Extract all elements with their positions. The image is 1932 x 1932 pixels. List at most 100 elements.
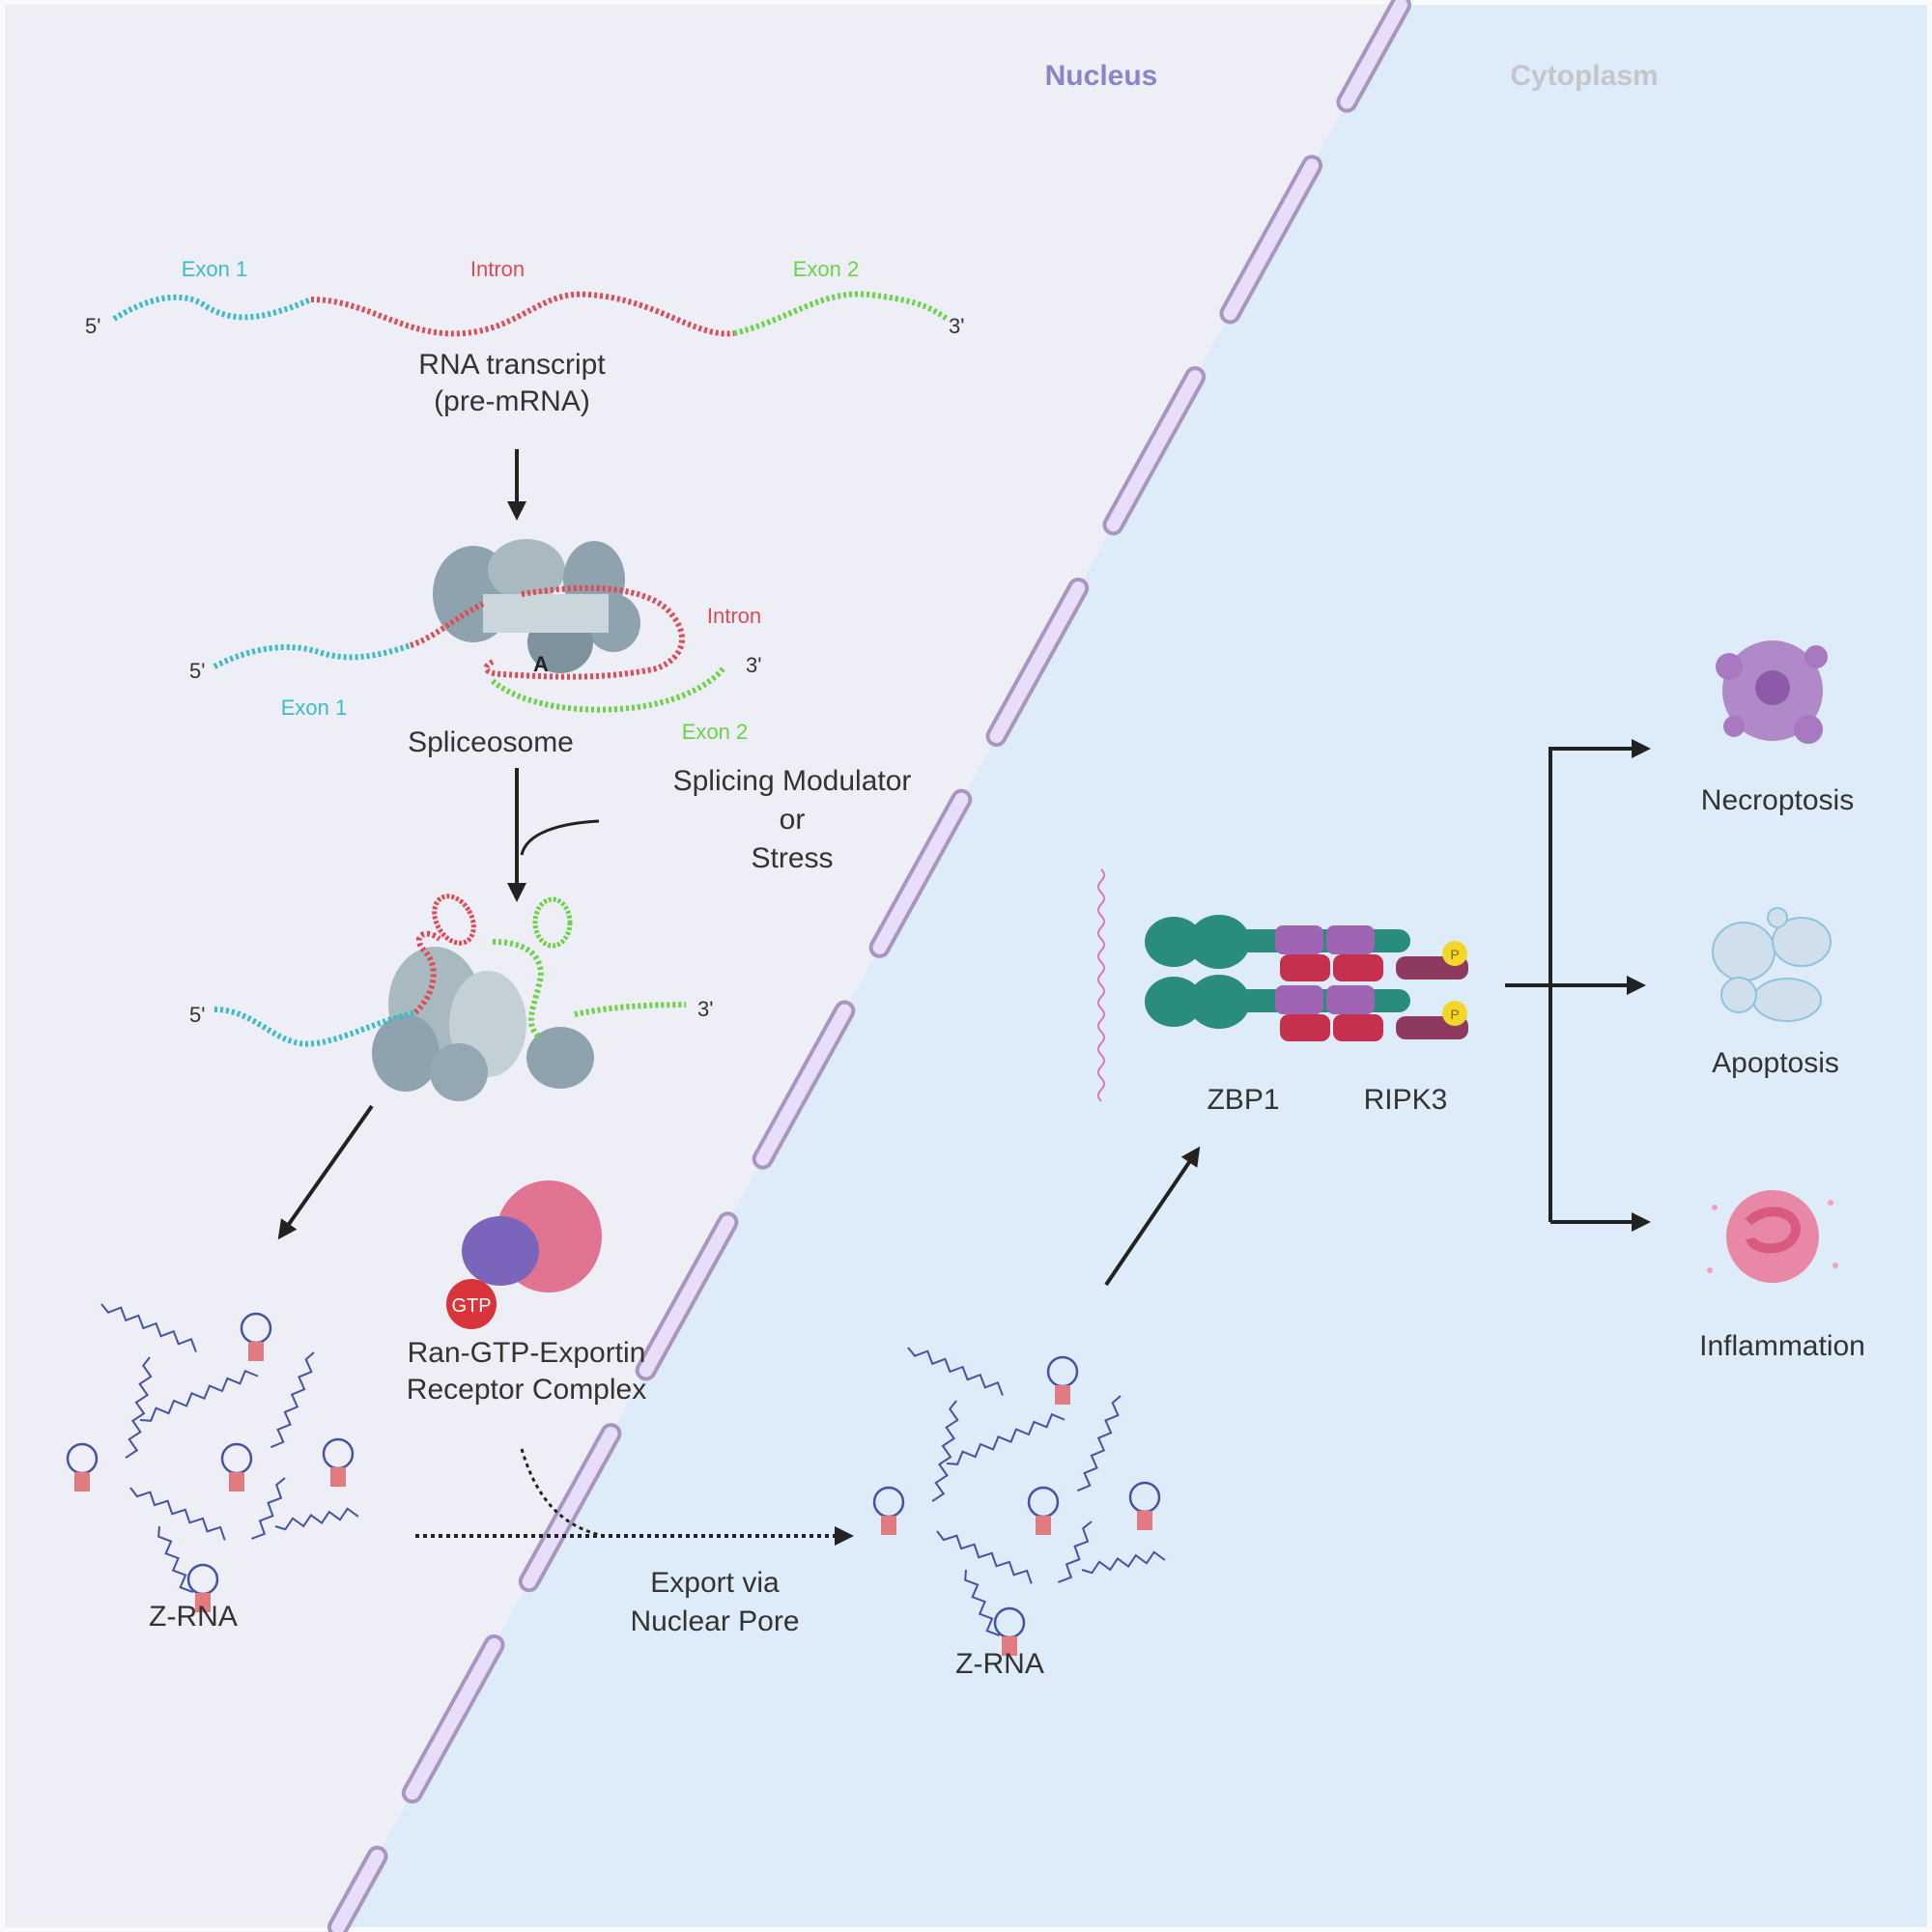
zrna-stem — [248, 1342, 264, 1361]
five-prime-label: 5' — [189, 1003, 205, 1027]
inflammation-cell-icon — [1707, 1190, 1838, 1283]
exon1-strand — [213, 1007, 416, 1047]
zrna-strand — [907, 1347, 1004, 1396]
zrna-strand — [100, 1303, 197, 1352]
pre-mrna-title: RNA transcript — [418, 349, 606, 381]
cytoplasm-background — [338, 5, 1927, 1927]
outcome-branch-arrows — [1505, 739, 1651, 1232]
ran-gtp-exportin-complex: GTP Ran-GTP-Exportin Receptor Complex — [407, 1180, 646, 1406]
nuclear-pore-segment — [639, 1215, 735, 1378]
zrna-strand — [157, 1525, 193, 1593]
zrna-stem — [330, 1467, 346, 1487]
zrna-stem — [881, 1516, 896, 1535]
nuclear-pore-segment — [405, 1637, 501, 1801]
zrna-strand — [129, 1487, 226, 1541]
svg-text:P: P — [1450, 1007, 1459, 1022]
zbp1-ripk3-complex: P P ZBP1 RIPK3 — [1097, 868, 1468, 1116]
zrna-strand — [964, 1569, 1000, 1636]
exporter-line2: Receptor Complex — [407, 1374, 646, 1406]
zrna-strand — [1076, 1395, 1122, 1492]
ran — [462, 1216, 539, 1286]
three-prime-label: 3' — [746, 653, 761, 677]
bound-zrna-strand — [1097, 868, 1105, 1102]
exon2-strand — [733, 291, 949, 336]
zrna-cytoplasm-label: Z-RNA — [955, 1648, 1044, 1680]
nuclear-pore-segment — [331, 1849, 384, 1932]
arrow-to-zbp1 — [1104, 1146, 1201, 1287]
zrna-strand — [946, 1412, 1065, 1465]
zrna-strand — [936, 1530, 1033, 1584]
phosphate-icon: P P — [1442, 941, 1467, 1026]
nuclear-pore-segment — [1340, 0, 1407, 109]
exon2-label: Exon 2 — [682, 720, 749, 744]
ripk3-domains — [1280, 954, 1383, 1041]
zrna-strand — [1058, 1520, 1093, 1583]
zrna-stem — [1002, 1636, 1017, 1656]
nuclear-pore-segment — [989, 581, 1086, 744]
zbp1-label: ZBP1 — [1207, 1084, 1279, 1116]
nuclear-envelope — [327, 0, 1411, 1932]
zrna-strand — [270, 1351, 315, 1449]
svg-text:P: P — [1450, 947, 1459, 962]
nuclear-pore-segment — [872, 792, 969, 954]
ripk3-label: RIPK3 — [1364, 1084, 1448, 1116]
exon1-strand — [213, 642, 412, 669]
exon2-label: Exon 2 — [793, 257, 860, 281]
nuclear-pore-segment — [755, 1004, 852, 1166]
nucleus-label: Nucleus — [1045, 60, 1158, 92]
zrna-strand — [274, 1507, 359, 1531]
zrna-strand — [1081, 1550, 1166, 1575]
three-prime-label: 3' — [949, 314, 964, 338]
exon1-label: Exon 1 — [281, 696, 348, 720]
nuclear-pore-segment — [522, 1427, 618, 1589]
exon1-strand — [112, 294, 313, 322]
zrna-strand — [251, 1477, 286, 1540]
necroptosis-cell-icon — [1716, 640, 1828, 744]
nuclear-pore-segment — [1223, 158, 1320, 321]
exon2-strand — [492, 939, 687, 1041]
stalled-spliceosome: 5' 3' — [189, 894, 713, 1101]
five-prime-label: 5' — [189, 659, 205, 683]
zrna-cytoplasm — [872, 1347, 1166, 1656]
modulator-line2: or — [780, 804, 806, 836]
five-prime-label: 5' — [85, 314, 100, 338]
spliceosome-complex — [433, 539, 640, 673]
exporter-join-arrow — [520, 1448, 605, 1538]
pre-mrna-subtitle: (pre-mRNA) — [434, 385, 590, 417]
spliceosome-label: Spliceosome — [408, 726, 574, 758]
export-line1: Export via — [650, 1567, 780, 1599]
zrna-nuclear — [66, 1303, 359, 1612]
zrna-stem — [74, 1472, 90, 1492]
modulator-line1: Splicing Modulator — [673, 765, 912, 797]
zrna-stem — [1055, 1385, 1070, 1405]
outcome-label-apoptosis: Apoptosis — [1712, 1047, 1839, 1079]
zrna-strand — [139, 1369, 259, 1422]
zrna-nuclear-label: Z-RNA — [149, 1601, 238, 1633]
export-line2: Nuclear Pore — [630, 1605, 799, 1637]
apoptosis-cell-icon — [1712, 907, 1832, 1022]
pre-mrna: 5' 3' Exon 1 Intron Exon 2 RNA transcrip… — [85, 257, 964, 417]
zrna-strand — [125, 1356, 153, 1459]
zrna-stem — [1036, 1516, 1051, 1535]
exon2-hairpin — [532, 896, 573, 949]
rhim-domains — [1275, 925, 1375, 1014]
intron-label: Intron — [707, 604, 761, 628]
arrow-to-zrna — [277, 1104, 374, 1240]
outcome-label-inflammation: Inflammation — [1699, 1330, 1865, 1362]
spliceosome-stage: A 5' 3' Exon 1 Intron Exon 2 Spliceosome — [189, 539, 761, 758]
exon2-strand — [491, 665, 727, 713]
branch-point-label: A — [533, 652, 549, 676]
zrna-stem — [1137, 1511, 1152, 1530]
modulator-line3: Stress — [751, 842, 833, 874]
outcome-label-necroptosis: Necroptosis — [1701, 784, 1854, 816]
three-prime-label: 3' — [697, 997, 713, 1021]
zrna-stem — [229, 1472, 244, 1492]
intron-loop — [410, 584, 685, 680]
gtp-icon — [446, 1279, 497, 1329]
intron-hairpin — [432, 894, 476, 946]
cytoplasm-label: Cytoplasm — [1510, 60, 1658, 92]
gtp-label: GTP — [451, 1295, 491, 1317]
zrna-stem — [195, 1593, 211, 1612]
zrna-strand — [931, 1400, 959, 1502]
